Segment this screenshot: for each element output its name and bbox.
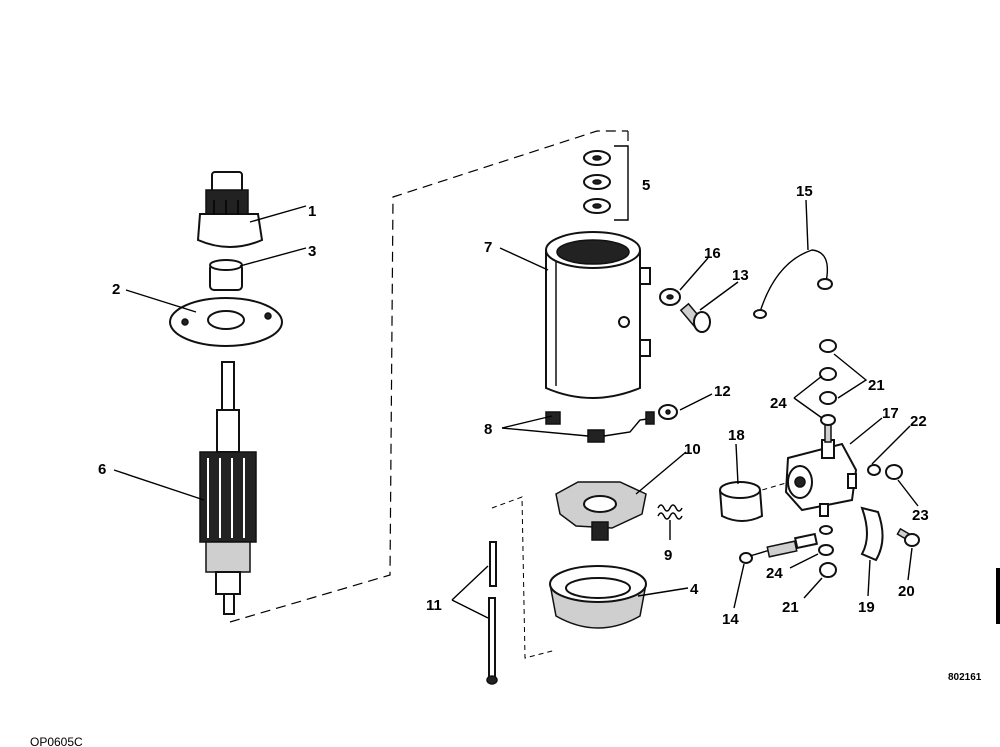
- callout-24-upper: 24: [770, 395, 787, 412]
- terminal-washer: [867, 464, 881, 476]
- armature: [199, 361, 257, 615]
- callout-8: 8: [484, 421, 492, 438]
- callout-14: 14: [722, 611, 739, 628]
- callout-leaders: [113, 199, 919, 619]
- solenoid-bracket: [860, 506, 884, 562]
- callout-numbers: 1 2 3 4 5 6 7 8 9 10 11 12 13 14 15 16 1…: [98, 177, 929, 628]
- callout-7: 7: [484, 239, 492, 256]
- callout-11: 11: [426, 597, 442, 614]
- callout-22: 22: [910, 413, 927, 430]
- callout-18: 18: [728, 427, 745, 444]
- bracket-screw: [896, 527, 920, 547]
- callout-9: 9: [664, 547, 672, 564]
- end-plate: [169, 297, 283, 347]
- solenoid-plunger: [739, 532, 819, 564]
- drawing-number: 802161: [948, 672, 982, 683]
- spacer-collar: [209, 259, 243, 291]
- callout-15: 15: [796, 183, 813, 200]
- callout-19: 19: [858, 599, 875, 616]
- page-edge-bar: [996, 568, 1000, 624]
- brush-set: [545, 411, 655, 443]
- callout-3: 3: [308, 243, 316, 260]
- brush-springs: [657, 504, 683, 520]
- thrust-washers: [583, 145, 629, 221]
- callout-20: 20: [898, 583, 915, 600]
- callout-16: 16: [704, 245, 721, 262]
- solenoid-boot: [719, 481, 764, 522]
- callout-21-lower: 21: [782, 599, 799, 616]
- mounting-washer: [659, 288, 681, 306]
- callout-17: 17: [882, 405, 899, 422]
- brush-plate: [555, 481, 647, 541]
- solenoid-assembly: [784, 421, 858, 517]
- callout-10: 10: [684, 441, 701, 458]
- terminal-hex-nut: [885, 464, 903, 480]
- callout-24-lower: 24: [766, 565, 783, 582]
- callout-5: 5: [642, 177, 650, 194]
- through-bolts: [486, 541, 498, 685]
- callout-23: 23: [912, 507, 929, 524]
- solenoid-nuts: [818, 339, 837, 578]
- callout-1: 1: [308, 203, 316, 220]
- mounting-bolt: [679, 302, 711, 333]
- callout-12: 12: [714, 383, 731, 400]
- callout-21-upper: 21: [868, 377, 885, 394]
- drive-pinion: [196, 171, 264, 248]
- callout-4: 4: [690, 581, 699, 598]
- battery-cable: [753, 249, 833, 319]
- callout-2: 2: [112, 281, 120, 298]
- footer-code: OP0605C: [30, 735, 83, 747]
- terminal-nut: [658, 404, 678, 420]
- field-frame-housing: [545, 231, 651, 399]
- assembly-dashed-lines: [229, 130, 787, 659]
- callout-6: 6: [98, 461, 106, 478]
- callout-13: 13: [732, 267, 749, 284]
- commutator-end-cap: [549, 565, 647, 629]
